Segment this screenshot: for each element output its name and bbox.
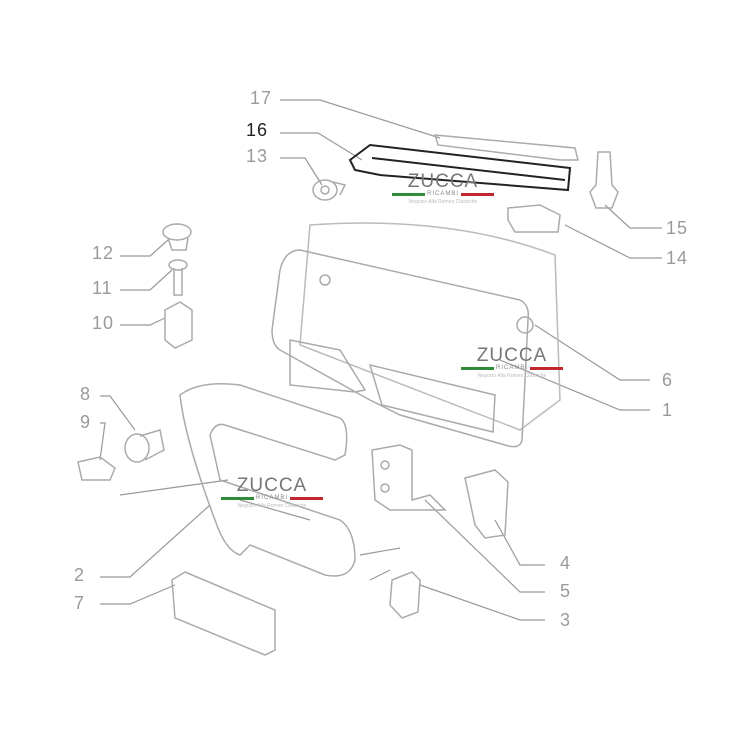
part-6-clip [516,316,534,334]
callout-9: 9 [80,412,92,432]
italian-flag-bar: RICAMBI [392,191,495,197]
watermark-brand: ZUCCA [407,171,479,192]
callout-2: 2 [74,565,86,585]
callout-8: 8 [80,384,92,404]
part-14-block [507,204,561,233]
zucca-watermark: ZUCCA RICAMBI Negozio Alfa Romeo Classic… [388,172,498,205]
callout-16: 16 [246,120,269,140]
watermark-brand: ZUCCA [236,475,308,496]
callout-14: 14 [666,248,689,268]
part-9-clip [77,456,116,481]
callout-11: 11 [92,278,113,298]
part-16-seal [348,143,572,192]
part-15-fastener [589,151,619,209]
callout-6: 6 [662,370,674,390]
watermark-sub: RICAMBI [427,191,460,197]
part-11-screw [168,259,188,296]
watermark-tagline: Negozio Alfa Romeo Classiche [477,373,547,379]
part-12-cap [162,223,192,251]
part-17-strip [433,134,579,161]
callout-7: 7 [74,593,86,613]
part-13-clip [312,179,347,201]
part-4-plate [464,469,509,539]
callout-4: 4 [560,553,572,573]
italian-flag-bar: RICAMBI [461,365,564,371]
italian-flag-bar: RICAMBI [221,495,324,501]
callout-1: 1 [662,400,674,420]
watermark-sub: RICAMBI [496,365,529,371]
watermark-brand: ZUCCA [476,345,548,366]
callout-17: 17 [250,88,273,108]
callout-13: 13 [246,146,269,166]
watermark-tagline: Negozio Alfa Romeo Classiche [408,199,478,205]
part-5-bracket [371,444,447,511]
zucca-watermark: ZUCCA RICAMBI Negozio Alfa Romeo Classic… [217,476,327,509]
callout-12: 12 [92,243,115,263]
part-10-nut [164,301,193,349]
zucca-watermark: ZUCCA RICAMBI Negozio Alfa Romeo Classic… [457,346,567,379]
callout-15: 15 [666,218,689,238]
callout-10: 10 [92,313,115,333]
part-7-cover [171,571,276,656]
part-2-armrest [179,383,356,577]
part-8-bushing [124,429,165,463]
part-3-grille [389,571,421,619]
callout-3: 3 [560,610,572,630]
leader-lines [99,99,662,621]
watermark-sub: RICAMBI [256,495,289,501]
watermark-tagline: Negozio Alfa Romeo Classiche [237,503,307,509]
callout-5: 5 [560,581,572,601]
part-1-door-panel [271,222,561,448]
